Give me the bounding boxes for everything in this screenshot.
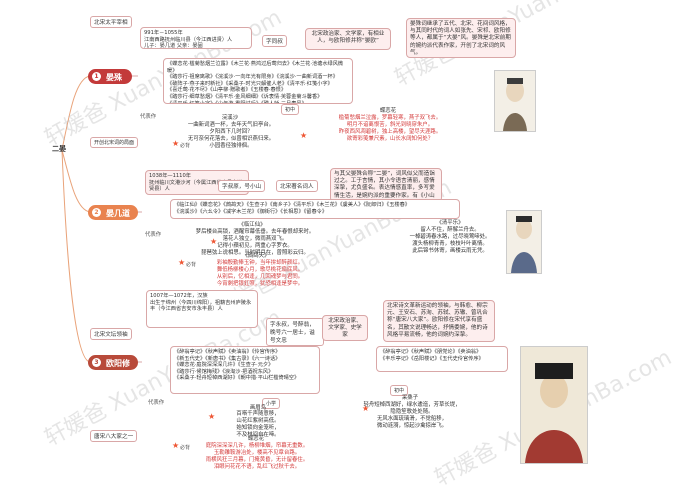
star-icon: ★ [362,404,370,413]
yanjidao-poem3: 彩袖殷勤捧玉钟，当年拚却醉颜红。 舞低杨柳楼心月，歌尽桃花扇底风。 从别后，忆相… [216,260,304,287]
ouyang-poem2: 百啭千声随意移， 山花红紫树高低。 始知锁向金笼听， 不及林间自在啼。 [236,411,280,438]
star-icon: ★ [172,441,180,450]
author-name: 晏殊 [106,73,122,82]
yanshu-zi: 字同叔 [262,35,287,47]
yanjidao-zi: 字叔原，号小山 [218,180,266,192]
ouyang-must: 必背 [180,445,191,451]
star-icon: ★ [300,131,308,140]
yanshu-portrait [494,70,536,132]
star-icon: ★ [210,237,218,246]
ouyang-xiaoxue: 小学 [262,398,281,409]
yanjidao-portrait [506,210,542,274]
yanshu-life-box: 991年－1055年 江南西路抚州临川县（今江西进贤）人 儿子：晏几道 父亲：晏… [140,27,252,49]
author-name: 晏几道 [106,209,130,218]
yanjidao-works-label: 代表作 [145,232,162,238]
star-icon: ★ [178,258,186,267]
yanjidao-style: 北宋著名词人 [276,180,318,192]
yanshu-style-box: 北宋政治家、文学家，有相业人，与欧阳修并称“晏欧” [305,28,391,50]
ouyang-works2-box: 《醉翁亭记》《秋声赋》《朋党论》《卖油翁》 《丰乐亭记》《岳阳楼记》《五代史伶官… [376,346,508,372]
yanshu-works-label: 代表作 [140,114,157,120]
yanshu-must: 必背 [180,143,191,149]
ouyang-zi: 字永叔，号醉翁，晚号六一居士，谥号文忠 [266,318,324,346]
star-icon: ★ [208,412,216,421]
yanshu-works-box: 《蝶恋花·槛菊愁烟兰泣露》《木兰花·燕鸿过后莺归去》《木兰花·池塘水绿风微暖》 … [163,58,353,104]
author-name: 欧阳修 [106,359,130,368]
yanshu-poem1: 一曲新词酒一杯，去年天气旧亭台。 夕阳西下几时回？ 无可奈何花落去，似曾相识燕归… [187,122,275,149]
ouyang-poem3: 庭院深深深几许，杨柳堆烟，帘幕无重数。 玉勒雕鞍游冶处，楼高不见章台路。 雨横风… [205,443,309,470]
yanjidao-must: 必背 [186,262,197,268]
yanshu-style2-box: 晏殊词继承了五代、北宋、花间词风格，与其同时代的词人如张先、宋祁、欧阳修等人，都… [406,18,516,58]
yanjidao-poem1: 梦后楼台高锁，酒醒帘幕低垂。去年春恨却来时。 落花人独立，微雨燕双飞。 记得小蘋… [195,229,315,256]
ouyang-poem3-title: 蝶恋花 [247,436,265,442]
ouyang-node[interactable]: 欧阳修 [88,355,138,370]
ouyang-poem1: 轻舟短棹西湖好，绿水逶迤，芳草长堤， 隐隐笙歌处处随。 无风水面琉璃滑，不觉船移… [363,402,461,429]
yanjidao-node[interactable]: 晏几道 [88,205,138,220]
yanshu-poem1-title: 浣溪沙 [221,115,239,121]
yanshu-chuzhong: 初中 [281,104,300,115]
ouyang-style-box: 北宋政治家、文学家、史学家 [322,315,368,341]
root-title: 二晏 [52,145,66,153]
yanshu-poem2: 槛菊愁烟兰泣露，罗幕轻寒，燕子双飞去。 明月不谙离恨苦，斜光到晓穿朱户。 昨夜西… [338,115,442,142]
ouyang-portrait [520,346,588,464]
yanjidao-poem2: 留人不住，醉解兰舟去。 一棹碧涛春水路，过尽晓莺啼处。 渡头杨柳青青，枝枝叶叶离… [409,227,491,254]
ouyang-poem2-title: 画眉鸟 [249,405,267,411]
ouyang-works-label: 代表作 [148,400,165,406]
yanjidao-poem2-title: 《清平乐》 [436,220,464,226]
yanshu-poem2-title: 蝶恋花 [379,108,397,114]
ouyang-badge: 3 [92,358,101,367]
yanjidao-poem3-title: 《鹧鸪天》 [242,253,270,259]
yanshu-tag-top: 北宋太平宰相 [90,16,132,28]
ouyang-poem1-title: 采桑子 [401,395,419,401]
yanjidao-badge: 2 [92,208,101,217]
yanjidao-life-box: 1038年—1110年 抚州临川文港沙河（今属江西省南昌市进贤县）人 [145,170,249,195]
yanshu-tag-bottom: 开创北宋词的局面 [90,137,139,148]
ouyang-tag-bottom: 唐宋八大家之一 [90,430,138,442]
ouyang-chuzhong: 初中 [390,385,409,396]
ouyang-life-box: 1007年—1072年，汉族 出生于绵州（今四川绵阳），祖籍吉州庐陵永丰（今江西… [146,290,258,328]
ouyang-tag-top: 北宋文坛领袖 [90,328,132,340]
star-icon: ★ [172,139,180,148]
ouyang-works-box: 《醉翁亭记》《秋声赋》《卖油翁》《伶官传序》 《新五代史》《新唐书》《集古录》《… [170,346,320,394]
yanjidao-poem1-title: 《临江仙》 [238,222,266,228]
yanjidao-works-box: 《临江仙》《蝶恋花》《鹧鸪天》《生查子》《南乡子》《清平乐》《木兰花》《虞美人》… [170,199,460,219]
yanjidao-desc-box: 与其父晏殊合称“二晏”，词风似父而造诣过之。工于言情，其小令语言清丽，感情深挚，… [330,168,442,202]
ouyang-desc-box: 北宋诗文革新运动的领袖，与韩愈、柳宗元、王安石、苏洵、苏轼、苏辙、曾巩合称“唐宋… [383,300,495,342]
yanshu-badge: 1 [92,72,101,81]
